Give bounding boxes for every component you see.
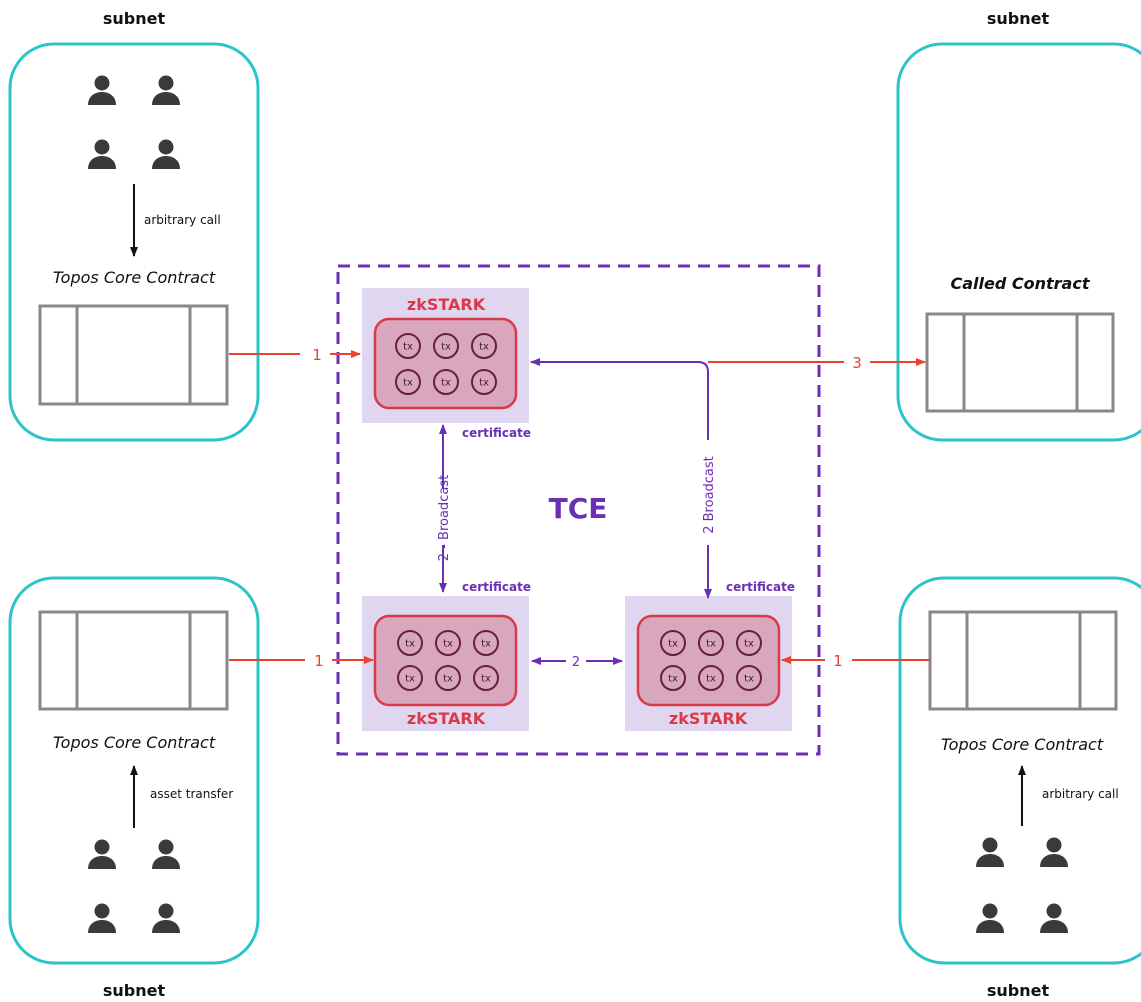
tx-label: tx xyxy=(441,342,451,353)
subnet-boundary xyxy=(896,42,1141,442)
tx-label: tx xyxy=(481,639,491,650)
tce-boundary xyxy=(336,264,821,756)
step-3-label: 3 xyxy=(852,354,862,372)
zkstark-label: zkSTARK xyxy=(407,709,486,728)
subnet-label-top-right: subnet xyxy=(987,9,1050,28)
zkstark-node-bottom-right: certificate tx tx tx tx tx tx zkSTARK xyxy=(625,580,795,731)
called-contract-name: Called Contract xyxy=(951,274,1091,293)
user-icon xyxy=(152,903,180,933)
user-icon xyxy=(88,139,116,169)
user-icon xyxy=(88,903,116,933)
subnet-top-right: Called Contract xyxy=(896,42,1141,442)
tx-grid: tx tx tx tx tx tx xyxy=(660,630,762,691)
certificate-label: certificate xyxy=(462,426,531,440)
contract-box[interactable] xyxy=(38,610,229,711)
arrow-step1-bottom-left: 1 xyxy=(229,652,374,670)
subnet-top-left: arbitrary call Topos Core Contract xyxy=(8,42,260,442)
step-1-label: 1 xyxy=(312,346,322,364)
tx-grid: tx tx tx tx tx tx xyxy=(397,630,499,691)
step-1-label: 1 xyxy=(314,652,324,670)
zkstark-node-top: zkSTARK tx tx tx tx tx tx certificate xyxy=(362,288,531,440)
broadcast-arrow-right: 2 Broadcast xyxy=(530,358,717,599)
subnet-boundary xyxy=(8,576,260,965)
user-icon xyxy=(976,903,1004,933)
tx-label: tx xyxy=(405,674,415,685)
broadcast-right-label: 2 Broadcast xyxy=(702,456,717,534)
tx-label: tx xyxy=(441,378,451,389)
broadcast-left-label: 2 - Broadcast xyxy=(437,475,452,561)
tx-label: tx xyxy=(403,378,413,389)
tx-label: tx xyxy=(479,342,489,353)
tx-label: tx xyxy=(668,674,678,685)
contract-box[interactable] xyxy=(38,304,229,406)
arrow-step1-top-left: 1 xyxy=(229,346,361,364)
zkstark-label: zkSTARK xyxy=(669,709,748,728)
user-icon xyxy=(88,75,116,105)
arrow-step2-horizontal: 2 xyxy=(531,655,623,670)
tx-label: tx xyxy=(403,342,413,353)
tx-label: tx xyxy=(405,639,415,650)
subnet-bottom-right: Topos Core Contract arbitrary call xyxy=(898,576,1141,965)
step-2-label: 2 xyxy=(572,655,580,670)
subnet-boundary xyxy=(898,576,1141,965)
user-icon xyxy=(1040,837,1068,867)
step-1-label: 1 xyxy=(833,652,843,670)
arbitrary-call-label: arbitrary call xyxy=(1042,787,1119,801)
tx-label: tx xyxy=(481,674,491,685)
tx-label: tx xyxy=(479,378,489,389)
zkstark-node-bottom-left: certificate tx tx tx tx tx tx zkSTARK xyxy=(362,580,531,731)
tx-grid: tx tx tx tx tx tx xyxy=(395,333,497,395)
tce-label: TCE xyxy=(549,492,608,525)
certificate-label: certificate xyxy=(726,580,795,594)
arbitrary-call-label: arbitrary call xyxy=(144,213,221,227)
subnet-boundary xyxy=(8,42,260,442)
user-icon xyxy=(1040,903,1068,933)
tx-label: tx xyxy=(706,674,716,685)
asset-transfer-label: asset transfer xyxy=(150,787,233,801)
tx-batch[interactable] xyxy=(636,614,781,707)
subnet-bottom-left: Topos Core Contract asset transfer xyxy=(8,576,260,965)
user-icon xyxy=(152,839,180,869)
arrow-step1-bottom-right: 1 xyxy=(781,652,930,670)
contract-name: Topos Core Contract xyxy=(53,733,216,752)
tx-label: tx xyxy=(443,674,453,685)
subnet-label-top-left: subnet xyxy=(103,9,166,28)
user-icon xyxy=(976,837,1004,867)
tx-label: tx xyxy=(744,639,754,650)
tx-batch[interactable] xyxy=(373,614,518,707)
tx-label: tx xyxy=(668,639,678,650)
tx-label: tx xyxy=(744,674,754,685)
contract-box[interactable] xyxy=(925,312,1115,413)
zkstark-label: zkSTARK xyxy=(407,295,486,314)
contract-name: Topos Core Contract xyxy=(53,268,216,287)
certificate-label: certificate xyxy=(462,580,531,594)
tx-label: tx xyxy=(706,639,716,650)
contract-name: Topos Core Contract xyxy=(941,735,1104,754)
user-icon xyxy=(88,839,116,869)
contract-box[interactable] xyxy=(928,610,1118,711)
user-icon xyxy=(152,75,180,105)
subnet-label-bottom-left: subnet xyxy=(103,981,166,1000)
subnet-label-bottom-right: subnet xyxy=(987,981,1050,1000)
user-icon xyxy=(152,139,180,169)
broadcast-arrow-left: 2 - Broadcast xyxy=(437,424,452,593)
tx-label: tx xyxy=(443,639,453,650)
arrow-step3: 3 xyxy=(708,354,926,372)
